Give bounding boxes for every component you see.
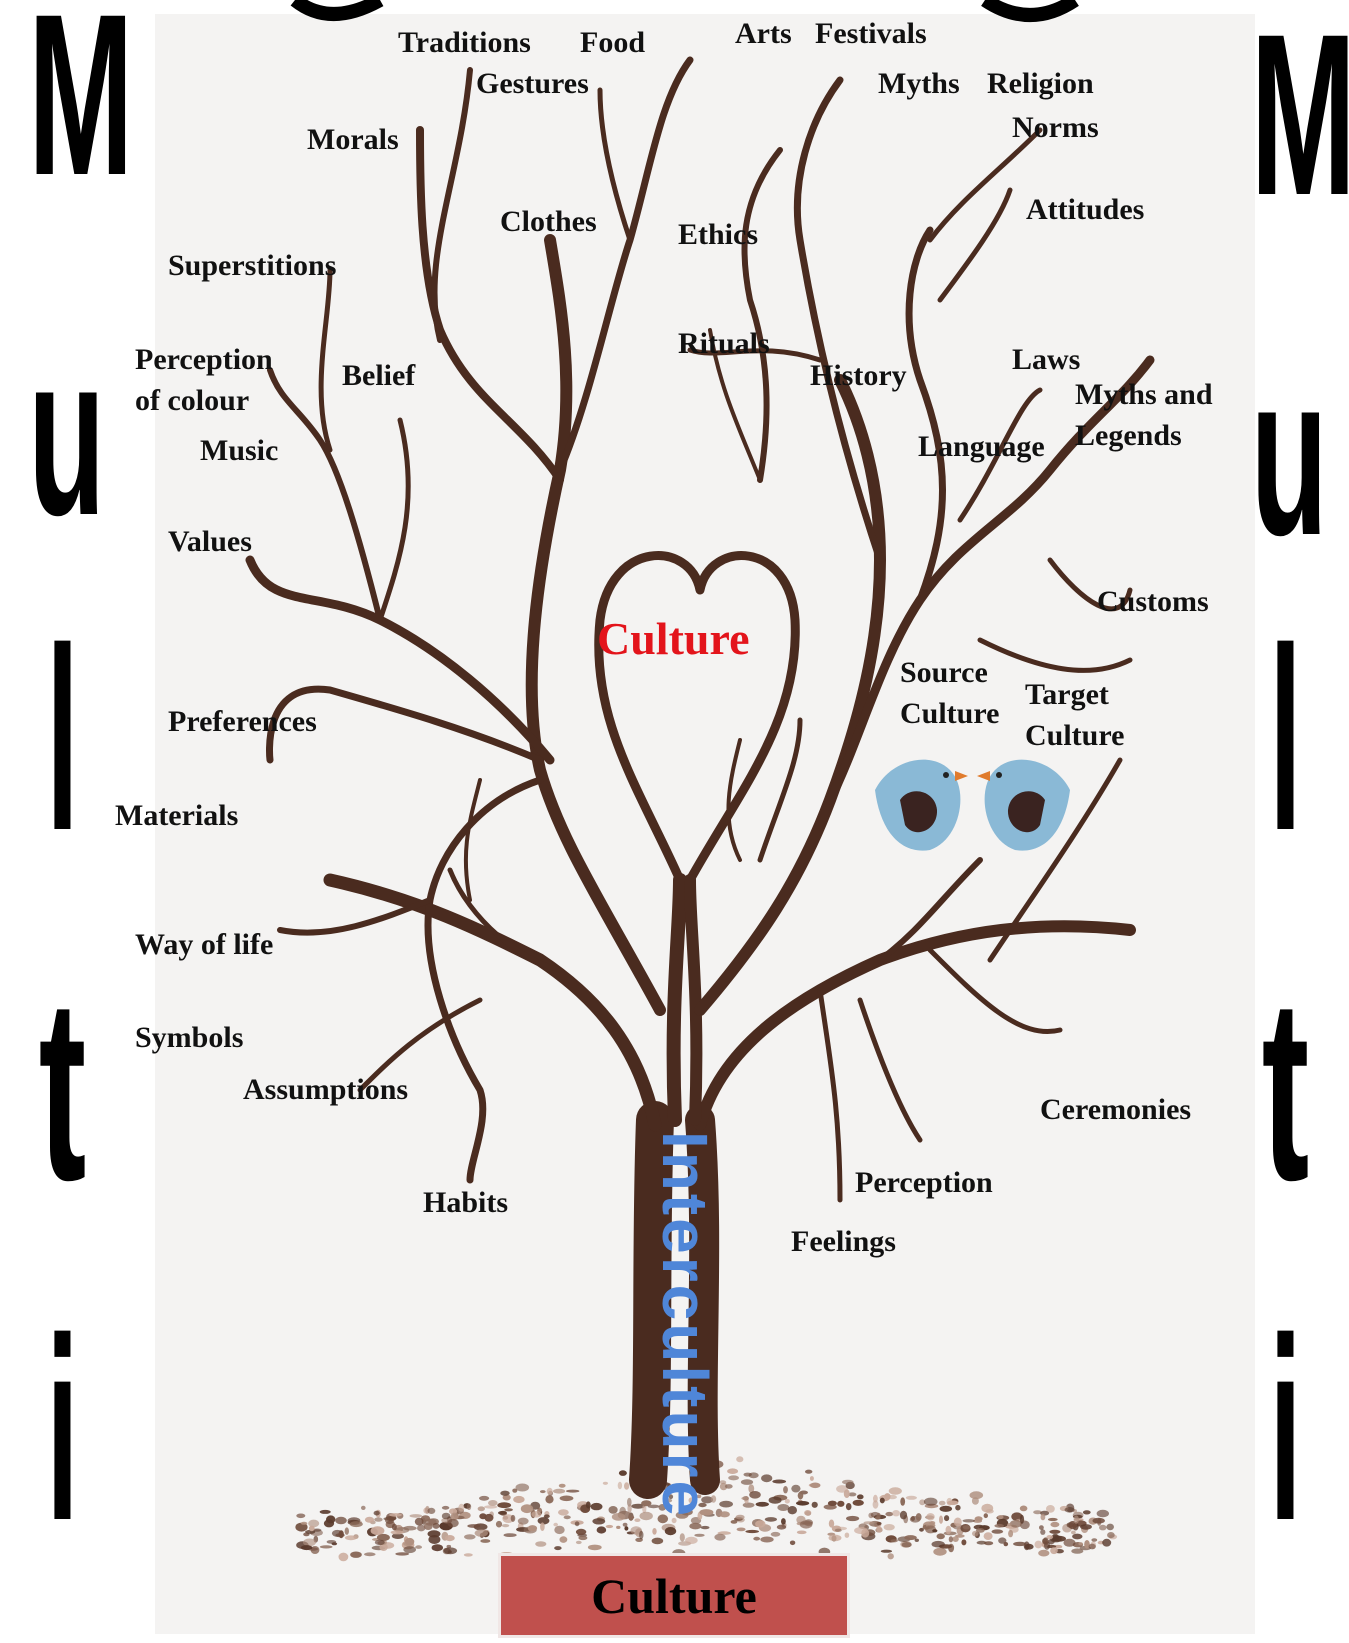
right-big-letter-2: u xyxy=(1251,340,1321,570)
label-target-culture-line2: Culture xyxy=(1025,716,1124,755)
left-big-letter-5: i xyxy=(34,1300,90,1560)
label-materials: Materials xyxy=(115,796,238,835)
right-big-letter-1: M xyxy=(1251,0,1321,230)
label-habits: Habits xyxy=(423,1183,508,1222)
bird-left xyxy=(875,760,968,851)
label-superstitions: Superstitions xyxy=(168,246,336,285)
label-myths-legends-line1: Myths and xyxy=(1075,375,1213,414)
label-preferences: Preferences xyxy=(168,702,317,741)
label-values: Values xyxy=(168,522,252,561)
right-big-letter-4: t xyxy=(1251,960,1321,1220)
label-symbols: Symbols xyxy=(135,1018,243,1057)
label-ethics: Ethics xyxy=(678,215,758,254)
label-music: Music xyxy=(200,431,278,470)
label-target-culture-line1: Target xyxy=(1025,675,1109,714)
label-traditions: Traditions xyxy=(398,23,531,62)
label-gestures: Gestures xyxy=(476,64,589,103)
bird-right xyxy=(977,760,1070,851)
heart-culture-label: Culture xyxy=(597,612,750,665)
label-ceremonies: Ceremonies xyxy=(1040,1090,1191,1129)
label-source-culture-line1: Source xyxy=(900,653,988,692)
left-big-letter-2: u xyxy=(28,320,97,550)
label-belief: Belief xyxy=(342,356,415,395)
label-clothes: Clothes xyxy=(500,202,597,241)
label-religion: Religion xyxy=(987,64,1094,103)
left-big-letter-3: l xyxy=(34,610,90,870)
label-perception-of-colour-line2: of colour xyxy=(135,381,249,420)
label-myths-legends-line2: Legends xyxy=(1075,416,1182,455)
label-perception: Perception xyxy=(855,1163,993,1202)
label-festivals: Festivals xyxy=(815,14,927,53)
right-big-letter-5: i xyxy=(1257,1300,1314,1560)
label-morals: Morals xyxy=(307,120,399,159)
label-perception-of-colour-line1: Perception xyxy=(135,340,273,379)
right-big-letter-3: l xyxy=(1257,610,1314,870)
label-feelings: Feelings xyxy=(791,1222,896,1261)
label-customs: Customs xyxy=(1097,582,1209,621)
label-arts: Arts xyxy=(735,14,792,53)
trunk-interculture-label: Interculture xyxy=(655,1140,715,1510)
label-history: History xyxy=(810,356,907,395)
footer-culture-text: Culture xyxy=(591,1567,757,1625)
label-source-culture-line2: Culture xyxy=(900,694,999,733)
label-laws: Laws xyxy=(1012,340,1080,379)
label-way-of-life: Way of life xyxy=(135,925,273,964)
label-food: Food xyxy=(580,23,645,62)
label-attitudes: Attitudes xyxy=(1026,190,1144,229)
label-assumptions: Assumptions xyxy=(243,1070,408,1109)
left-big-letter-1: M xyxy=(28,0,97,210)
label-language: Language xyxy=(918,427,1045,466)
trunk-interculture-text: Interculture xyxy=(648,1131,722,1519)
left-big-letter-4: t xyxy=(28,960,97,1220)
footer-culture-box: Culture xyxy=(498,1553,850,1638)
label-myths: Myths xyxy=(878,64,960,103)
label-norms: Norms xyxy=(1012,108,1099,147)
label-rituals: Rituals xyxy=(678,324,770,363)
